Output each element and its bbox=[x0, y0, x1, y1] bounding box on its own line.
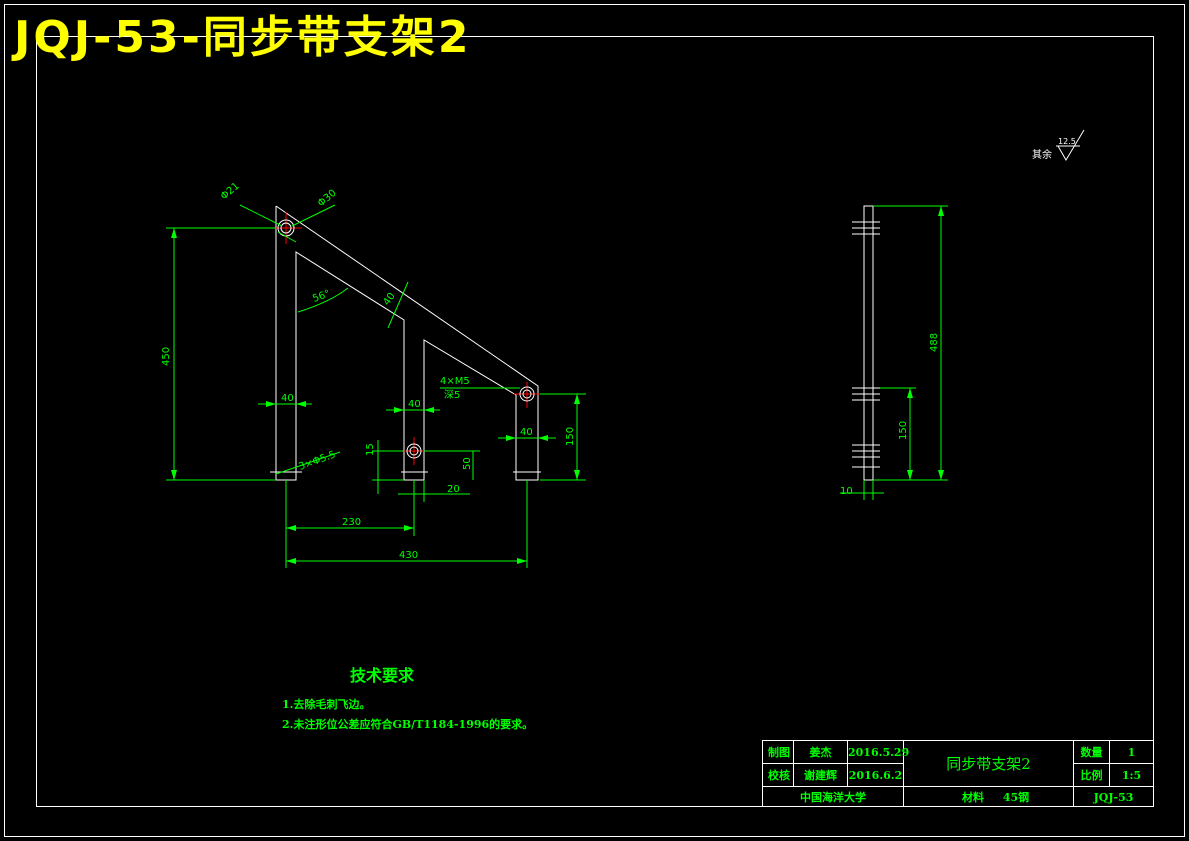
tech-requirements-heading: 技术要求 bbox=[350, 666, 415, 685]
drawn-name: 姜杰 bbox=[809, 746, 832, 759]
holes bbox=[270, 219, 541, 473]
material-label: 材料 bbox=[962, 791, 984, 804]
dim-430: 430 bbox=[399, 550, 418, 561]
hole-mid-inner bbox=[409, 446, 419, 456]
dim-height-450: 450 bbox=[161, 347, 172, 366]
dim-15: 15 bbox=[365, 443, 376, 456]
dim-50: 50 bbox=[462, 457, 473, 470]
dim-side-height: 488 bbox=[929, 333, 940, 352]
dim-slant-width: 40 bbox=[381, 291, 397, 308]
hole-right-inner bbox=[522, 389, 532, 399]
dim-depth: 深5 bbox=[444, 389, 460, 401]
side-plate bbox=[863, 205, 874, 481]
dim-side-thickness: 10 bbox=[840, 486, 853, 497]
drawing-title: JQJ-53-同步带支架2 bbox=[14, 12, 472, 63]
roughness-symbol: 其余 12.5 bbox=[1032, 129, 1085, 161]
qty-label: 数量 bbox=[1080, 746, 1103, 759]
dim-phi30: Φ30 bbox=[316, 188, 339, 210]
hole-mid-outer bbox=[406, 443, 422, 459]
dim-20: 20 bbox=[447, 484, 460, 495]
arrowheads bbox=[171, 228, 580, 564]
title-block: 制图 姜杰 2016.5.29 校核 谢建辉 2016.6.2 同步带支架2 数… bbox=[762, 740, 1154, 807]
drawing-number: JQJ-53 bbox=[1093, 791, 1134, 804]
checked-name: 谢建辉 bbox=[804, 769, 837, 782]
side-view-outline bbox=[852, 205, 880, 481]
dim-angle: 56° bbox=[311, 288, 331, 304]
tech-requirement-1: 1.去除毛刺飞边。 bbox=[282, 698, 371, 711]
outer-frame bbox=[4, 4, 1185, 837]
dim-width-right: 40 bbox=[520, 427, 533, 438]
school-name: 中国海洋大学 bbox=[800, 791, 866, 804]
side-dim-lines bbox=[840, 205, 948, 500]
part-name: 同步带支架2 bbox=[946, 755, 1031, 773]
dim-150: 150 bbox=[565, 427, 576, 446]
dim-230: 230 bbox=[342, 517, 361, 528]
inner-frame bbox=[36, 36, 1154, 807]
roughness-label: 其余 bbox=[1032, 148, 1052, 161]
roughness-value: 12.5 bbox=[1058, 137, 1076, 146]
checked-date: 2016.6.2 bbox=[848, 769, 903, 782]
dim-width-mid: 40 bbox=[408, 399, 421, 410]
hole-right-outer bbox=[519, 386, 535, 402]
front-view-outline bbox=[275, 205, 539, 481]
scale-label: 比例 bbox=[1080, 769, 1103, 782]
drawn-label: 制图 bbox=[768, 746, 790, 759]
qty-value: 1 bbox=[1127, 746, 1136, 759]
dim-width-left: 40 bbox=[281, 393, 294, 404]
centerlines bbox=[270, 212, 540, 465]
bracket-outline bbox=[275, 205, 539, 481]
scale-value: 1:5 bbox=[1121, 769, 1142, 782]
drawn-date: 2016.5.29 bbox=[848, 746, 910, 759]
dim-bottom-holes: 3×Φ5.5 bbox=[297, 449, 337, 473]
dim-side-lower: 150 bbox=[898, 421, 909, 440]
front-dim-lines bbox=[166, 204, 586, 568]
material-value: 45钢 bbox=[1002, 791, 1030, 804]
tech-requirement-2: 2.未注形位公差应符合GB/T1184-1996的要求。 bbox=[282, 718, 534, 731]
hole-top-inner bbox=[280, 222, 292, 234]
dim-phi21: Φ21 bbox=[219, 181, 242, 203]
checked-label: 校核 bbox=[768, 769, 790, 782]
dim-thread: 4×M5 bbox=[440, 376, 470, 387]
